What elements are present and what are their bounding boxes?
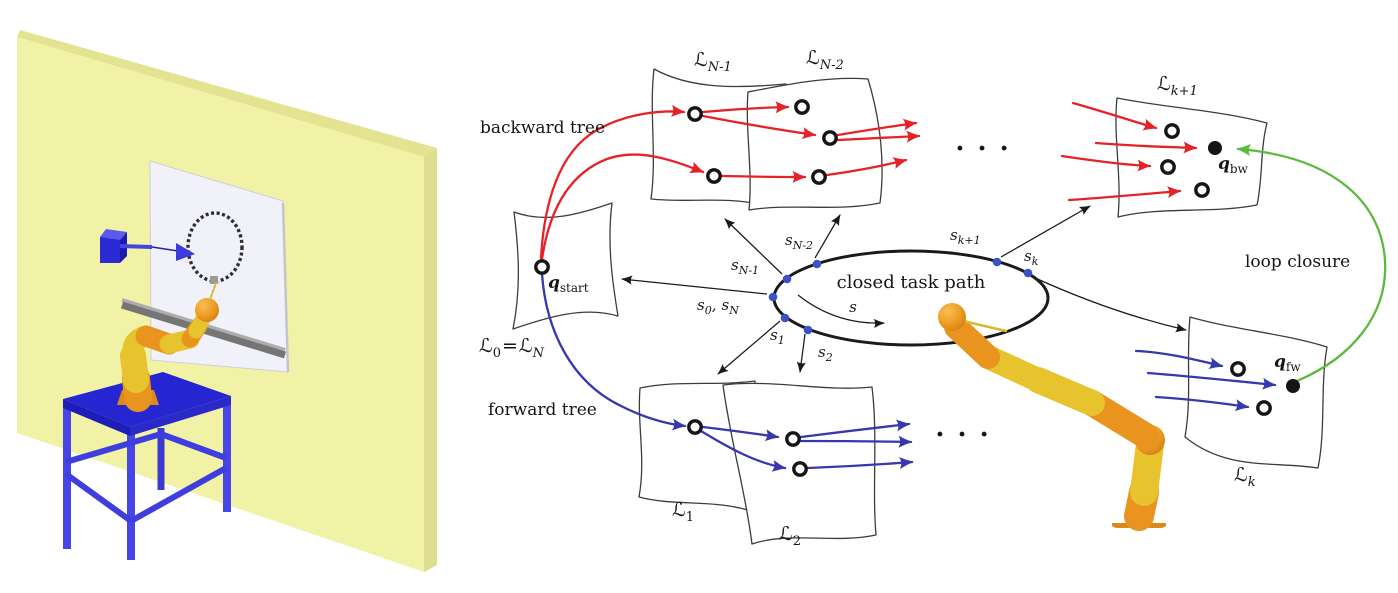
q-bw-node	[1208, 141, 1222, 155]
s-label-N2: sN-2	[785, 231, 813, 252]
table-edge	[63, 399, 130, 436]
tool-needle	[208, 282, 217, 303]
table-edge	[130, 396, 231, 436]
tree-nodes	[534, 99, 1300, 477]
sensor-box	[100, 229, 195, 263]
manifold-label-LN1: ℒN-1	[694, 49, 732, 75]
q-start-label: qstart	[548, 273, 589, 295]
pointer-rod	[119, 244, 153, 249]
backward-tree-label: backward tree	[480, 118, 605, 138]
table-rail	[64, 471, 133, 524]
s-label-K1: sk+1	[950, 226, 981, 247]
diagram-robot-head	[938, 303, 966, 331]
table-rail	[129, 465, 228, 524]
task-path-label: closed task path	[837, 272, 986, 293]
ellipsis-top: · · ·	[955, 134, 1010, 164]
backward-tree	[539, 101, 1198, 261]
s-label-K: sk	[1024, 247, 1039, 268]
manifold-label-L0N: ℒ0=ℒN	[479, 335, 545, 361]
patch-LK1	[1115, 97, 1268, 218]
table-rail	[159, 431, 228, 461]
ring-target	[186, 211, 244, 283]
manifold-label-L1: ℒ1	[672, 499, 694, 525]
wall-side-edge	[424, 148, 437, 572]
forward-tree	[540, 272, 1277, 472]
s-label-0N: s0,sN	[697, 296, 739, 317]
manifold-patches	[512, 68, 1328, 545]
manifold-label-LK1: ℒk+1	[1157, 73, 1198, 99]
manifold-label-LK: ℒk	[1234, 464, 1256, 490]
s-label-2: s2	[818, 343, 833, 364]
q-start-node	[534, 259, 550, 275]
scene-3d	[17, 30, 437, 572]
q-fw-label: qfw	[1274, 352, 1301, 374]
pointer-cone-icon	[176, 243, 195, 261]
q-fw-node	[1286, 379, 1300, 393]
patch-L0	[512, 202, 619, 330]
diagram-robot-tool	[961, 319, 1008, 333]
forward-tree-label: forward tree	[488, 400, 597, 420]
ellipsis-bottom: · · ·	[935, 420, 990, 450]
sample-dots	[768, 257, 1033, 335]
loop-closure-edge	[1236, 144, 1387, 383]
wall-top-bevel	[17, 30, 437, 157]
patch-LK	[1184, 316, 1328, 469]
diagram-labels: backward tree forward tree loop closure …	[479, 47, 1350, 549]
robot-arm-3d	[117, 282, 219, 412]
table-rail	[65, 431, 162, 465]
s-label-1: s1	[770, 326, 785, 347]
manifold-label-LN2: ℒN-2	[806, 47, 844, 73]
projection-arrows	[620, 205, 1188, 375]
patch-LN2	[746, 77, 883, 211]
manifold-label-L2: ℒ2	[779, 523, 801, 549]
q-bw-label: qbw	[1218, 154, 1249, 176]
loop-closure-label: loop closure	[1245, 252, 1350, 272]
end-effector-head	[195, 298, 219, 322]
robot-arm-diagram	[938, 303, 1167, 531]
param-s-label: s	[849, 298, 857, 316]
s-label-N1: sN-1	[731, 256, 759, 277]
window-shadow-edge	[281, 202, 290, 373]
param-direction-arrow	[797, 294, 886, 329]
planning-diagram: backward tree forward tree loop closure …	[479, 47, 1387, 549]
ring-slider-bead	[210, 276, 218, 284]
